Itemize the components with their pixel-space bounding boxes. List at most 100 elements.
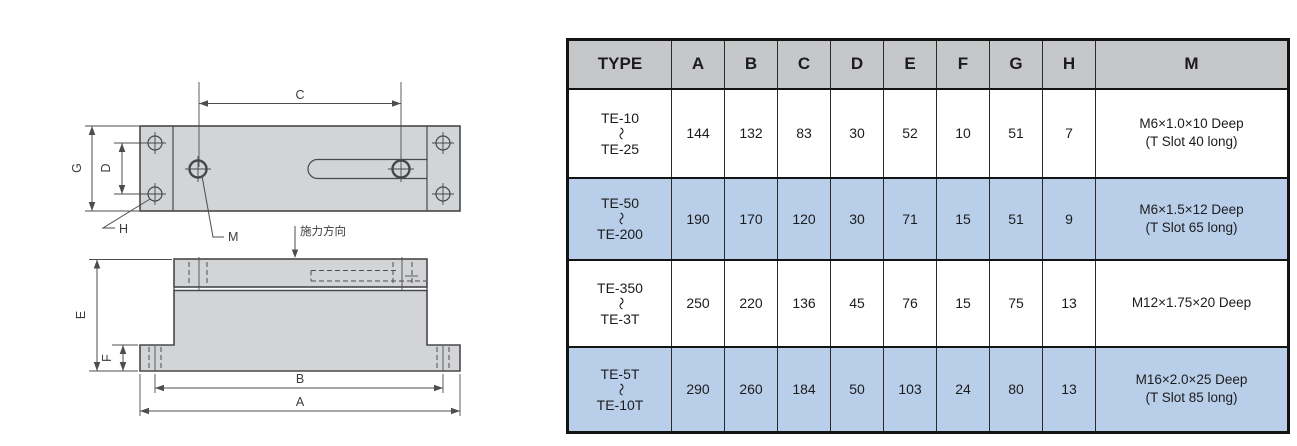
type-range-end: TE-3T bbox=[600, 310, 640, 327]
value-cell-a: 290 bbox=[671, 345, 725, 434]
value-cell-h: 13 bbox=[1042, 345, 1096, 434]
m-spec-line2: (T Slot 40 long) bbox=[1145, 134, 1238, 149]
value-cell-e: 71 bbox=[883, 176, 937, 261]
m-spec-line1: M12×1.75×20 Deep bbox=[1131, 295, 1252, 310]
value-cell-b: 170 bbox=[724, 176, 778, 261]
value-cell-f: 15 bbox=[936, 176, 990, 261]
plate-outline bbox=[139, 125, 461, 212]
value-cell-h: 9 bbox=[1042, 176, 1096, 261]
down-arrow-icon bbox=[291, 249, 299, 258]
spec-table-wrap: TYPE A B C D E F G H M TE-10 〜 TE-25 144… bbox=[566, 38, 1290, 434]
top-view: C G D H M 施力方向 bbox=[70, 82, 461, 258]
top-plate-outline bbox=[173, 258, 428, 288]
type-range-end: TE-25 bbox=[600, 140, 640, 157]
m-spec-line2: (T Slot 65 long) bbox=[1145, 219, 1238, 235]
dimension-a: A bbox=[139, 374, 461, 416]
range-separator: 〜 bbox=[613, 382, 629, 396]
value-cell-e: 103 bbox=[883, 345, 937, 434]
value-cell-a: 190 bbox=[671, 176, 725, 261]
value-cell-h: 13 bbox=[1042, 258, 1096, 348]
value-cell-b: 132 bbox=[724, 87, 778, 179]
leader-m: M bbox=[201, 175, 238, 244]
dim-label-b: B bbox=[296, 372, 304, 386]
value-cell-m: M6×1.0×10 Deep (T Slot 40 long) bbox=[1095, 87, 1289, 179]
dim-label-c: C bbox=[295, 88, 304, 102]
value-cell-g: 75 bbox=[989, 258, 1043, 348]
header-row: TYPE A B C D E F G H M bbox=[567, 38, 1289, 90]
force-direction-label: 施力方向 bbox=[300, 224, 346, 238]
table-row: TE-10 〜 TE-25 144 132 83 30 52 10 51 7 M… bbox=[567, 87, 1289, 179]
leader-h: H bbox=[101, 198, 151, 236]
flange-hidden-holes bbox=[148, 346, 450, 371]
type-cell: TE-5T 〜 TE-10T bbox=[567, 345, 672, 434]
value-cell-e: 52 bbox=[883, 87, 937, 179]
col-header-c: C bbox=[777, 38, 831, 90]
value-cell-h: 7 bbox=[1042, 87, 1096, 179]
type-range-end: TE-200 bbox=[597, 226, 643, 242]
dim-label-e: E bbox=[74, 311, 88, 319]
value-cell-c: 120 bbox=[777, 176, 831, 261]
value-cell-c: 83 bbox=[777, 87, 831, 179]
value-cell-f: 15 bbox=[936, 258, 990, 348]
value-cell-d: 30 bbox=[830, 87, 884, 179]
type-range-start: TE-10 bbox=[600, 109, 640, 126]
technical-drawing: C G D H M 施力方向 bbox=[70, 82, 461, 416]
col-header-f: F bbox=[936, 38, 990, 90]
dim-label-m: M bbox=[228, 230, 238, 244]
value-cell-d: 50 bbox=[830, 345, 884, 434]
type-range-start: TE-350 bbox=[597, 279, 643, 296]
type-range-start: TE-5T bbox=[600, 365, 640, 382]
value-cell-g: 80 bbox=[989, 345, 1043, 434]
table-row: TE-5T 〜 TE-10T 290 260 184 50 103 24 80 … bbox=[567, 345, 1289, 434]
col-header-type: TYPE bbox=[567, 38, 672, 90]
body-outline bbox=[139, 289, 461, 372]
m-spec-line1: M16×2.0×25 Deep bbox=[1135, 372, 1248, 388]
value-cell-e: 76 bbox=[883, 258, 937, 348]
corner-hole bbox=[432, 132, 454, 154]
value-cell-c: 136 bbox=[777, 258, 831, 348]
type-cell: TE-350 〜 TE-3T bbox=[567, 258, 672, 348]
col-header-h: H bbox=[1042, 38, 1096, 90]
col-header-d: D bbox=[830, 38, 884, 90]
value-cell-d: 45 bbox=[830, 258, 884, 348]
m-spec-line2: (T Slot 85 long) bbox=[1145, 390, 1238, 406]
corner-hole bbox=[432, 183, 454, 205]
dim-label-h: H bbox=[119, 222, 128, 236]
value-cell-g: 51 bbox=[989, 176, 1043, 261]
value-cell-f: 24 bbox=[936, 345, 990, 434]
value-cell-g: 51 bbox=[989, 87, 1043, 179]
type-cell: TE-10 〜 TE-25 bbox=[567, 87, 672, 179]
value-cell-d: 30 bbox=[830, 176, 884, 261]
dimension-b: B bbox=[154, 372, 444, 393]
hidden-lines bbox=[188, 257, 426, 290]
col-header-b: B bbox=[724, 38, 778, 90]
dim-label-g: G bbox=[70, 163, 84, 173]
dimension-d: D bbox=[99, 142, 149, 195]
dim-label-d: D bbox=[99, 163, 113, 172]
dimension-c: C bbox=[198, 82, 402, 167]
dim-label-f: F bbox=[100, 354, 114, 362]
col-header-a: A bbox=[671, 38, 725, 90]
col-header-m: M bbox=[1095, 38, 1289, 90]
type-range-end: TE-10T bbox=[596, 396, 644, 413]
dim-label-a: A bbox=[296, 395, 305, 409]
front-view: E F B A bbox=[74, 257, 461, 416]
type-cell: TE-50 〜 TE-200 bbox=[567, 176, 672, 261]
table-row: TE-50 〜 TE-200 190 170 120 30 71 15 51 9… bbox=[567, 176, 1289, 261]
spec-table: TYPE A B C D E F G H M TE-10 〜 TE-25 144… bbox=[566, 38, 1290, 434]
dimension-e: E bbox=[74, 259, 172, 372]
value-cell-m: M12×1.75×20 Deep bbox=[1095, 258, 1289, 348]
value-cell-c: 184 bbox=[777, 345, 831, 434]
value-cell-a: 250 bbox=[671, 258, 725, 348]
tapped-hole-slot bbox=[388, 156, 414, 182]
m-spec-line1: M6×1.5×12 Deep bbox=[1139, 201, 1244, 217]
value-cell-f: 10 bbox=[936, 87, 990, 179]
value-cell-m: M16×2.0×25 Deep (T Slot 85 long) bbox=[1095, 345, 1289, 434]
dimension-f: F bbox=[100, 344, 138, 371]
col-header-e: E bbox=[883, 38, 937, 90]
tapped-hole-m bbox=[185, 156, 211, 182]
type-range-start: TE-50 bbox=[600, 195, 640, 211]
value-cell-m: M6×1.5×12 Deep (T Slot 65 long) bbox=[1095, 176, 1289, 261]
table-row: TE-350 〜 TE-3T 250 220 136 45 76 15 75 1… bbox=[567, 258, 1289, 348]
m-spec-line1: M6×1.0×10 Deep bbox=[1139, 116, 1244, 131]
